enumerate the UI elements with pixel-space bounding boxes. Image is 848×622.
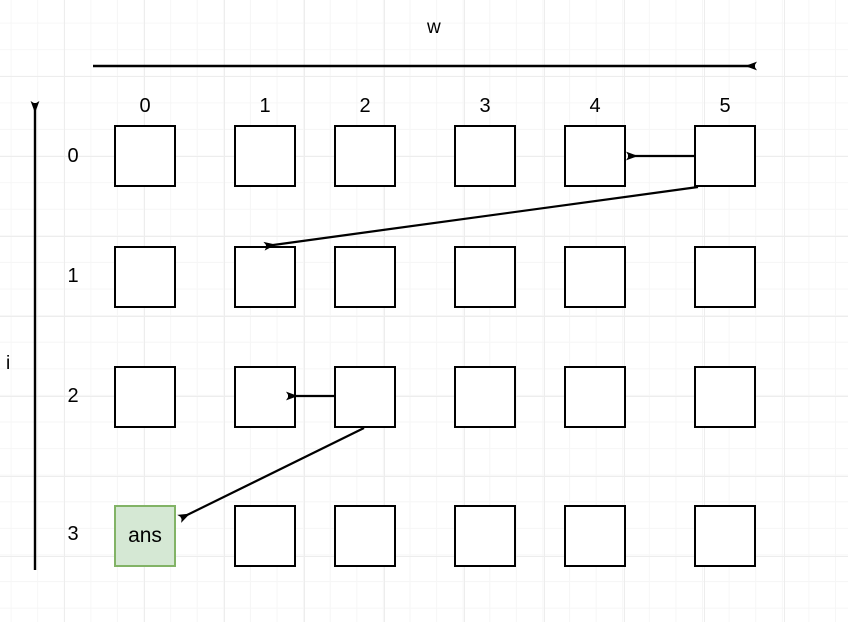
- grid-cell-r3c3[interactable]: [454, 505, 516, 567]
- grid-cell-r1c0[interactable]: [114, 246, 176, 308]
- row-label-0: 0: [67, 145, 79, 167]
- i-axis-label: i: [6, 353, 11, 374]
- grid-cell-r1c4[interactable]: [564, 246, 626, 308]
- grid-cell-text: ans: [128, 524, 162, 547]
- column-label-4: 4: [589, 95, 601, 117]
- w-axis-label: w: [427, 17, 441, 38]
- row-label-1: 1: [67, 265, 79, 287]
- grid-cell-r2c4[interactable]: [564, 366, 626, 428]
- grid-cell-r2c1[interactable]: [234, 366, 296, 428]
- column-label-5: 5: [719, 95, 731, 117]
- grid-cell-r1c2[interactable]: [334, 246, 396, 308]
- row-label-3: 3: [67, 523, 79, 545]
- grid-cell-r0c1[interactable]: [234, 125, 296, 187]
- row-label-2: 2: [67, 385, 79, 407]
- column-label-1: 1: [259, 95, 271, 117]
- grid-cell-r2c2[interactable]: [334, 366, 396, 428]
- grid-cell-r1c3[interactable]: [454, 246, 516, 308]
- grid-cell-r3c1[interactable]: [234, 505, 296, 567]
- grid-cell-r3c2[interactable]: [334, 505, 396, 567]
- grid-cell-r0c3[interactable]: [454, 125, 516, 187]
- column-label-3: 3: [479, 95, 491, 117]
- grid-cell-r2c5[interactable]: [694, 366, 756, 428]
- column-label-2: 2: [359, 95, 371, 117]
- grid-cell-r0c5[interactable]: [694, 125, 756, 187]
- grid-cell-r0c4[interactable]: [564, 125, 626, 187]
- grid-cell-r1c1[interactable]: [234, 246, 296, 308]
- grid-cell-r2c3[interactable]: [454, 366, 516, 428]
- grid-cell-r3c4[interactable]: [564, 505, 626, 567]
- grid-cell-r0c2[interactable]: [334, 125, 396, 187]
- grid-cell-r3c5[interactable]: [694, 505, 756, 567]
- grid-cell-r1c5[interactable]: [694, 246, 756, 308]
- grid-cell-r3c0-ans[interactable]: ans: [114, 505, 176, 567]
- grid-cell-r2c0[interactable]: [114, 366, 176, 428]
- grid-cell-r0c0[interactable]: [114, 125, 176, 187]
- column-label-0: 0: [139, 95, 151, 117]
- transition-r0c5-to-r1c1: [263, 185, 699, 251]
